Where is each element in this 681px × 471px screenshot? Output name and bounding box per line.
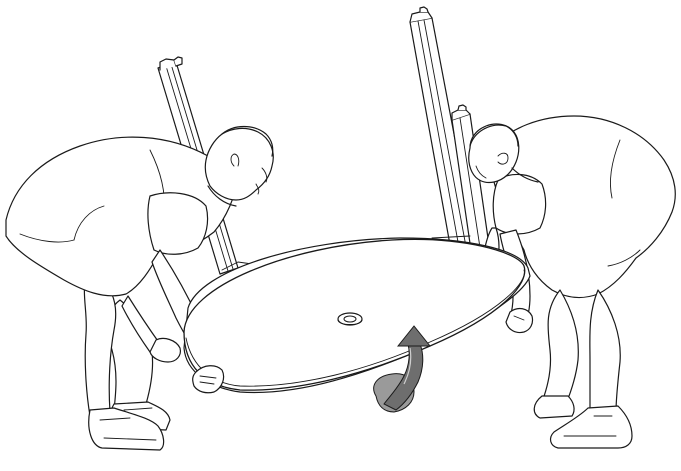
center-hole-inner [344,316,356,322]
